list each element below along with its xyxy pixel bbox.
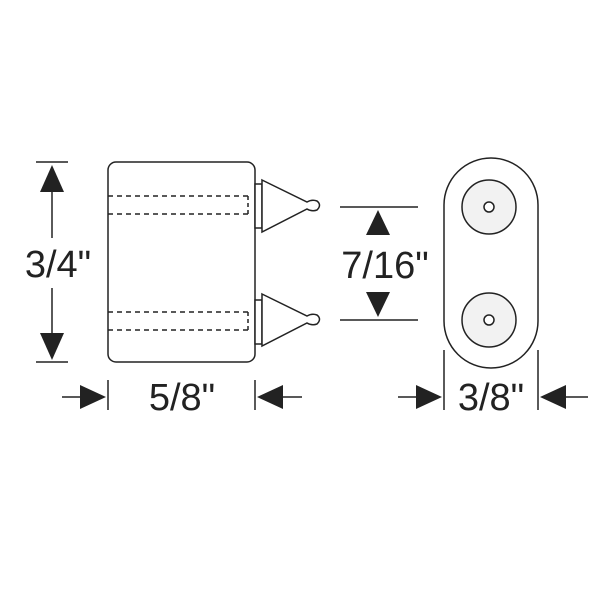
width-label: 5/8" xyxy=(149,377,215,419)
spacing-dimension xyxy=(340,206,418,321)
upper-pin xyxy=(254,178,321,234)
lower-hole-center xyxy=(483,314,495,326)
height-arrow-down xyxy=(40,333,64,360)
spacing-arrow-up xyxy=(366,210,390,235)
spacing-label: 7/16" xyxy=(341,245,428,287)
upper-pin-cone xyxy=(261,178,321,234)
front-view xyxy=(107,161,256,363)
thickness-arrow-right xyxy=(416,385,442,409)
thickness-arrow-left xyxy=(540,385,566,409)
width-arrow-left xyxy=(257,385,283,409)
height-label: 3/4" xyxy=(25,244,91,286)
lower-pin xyxy=(254,292,321,348)
thickness-label: 3/8" xyxy=(458,377,524,419)
body-outline xyxy=(107,161,256,363)
width-dimension xyxy=(62,380,302,410)
lower-pin-cone xyxy=(261,292,321,348)
thickness-dimension xyxy=(398,350,588,410)
height-arrow-up xyxy=(40,165,64,192)
spacing-arrow-down xyxy=(366,292,390,317)
lower-pin-base xyxy=(254,299,263,345)
upper-pin-base xyxy=(254,183,263,229)
height-dimension xyxy=(36,161,68,363)
side-view xyxy=(443,157,539,369)
upper-hole-center xyxy=(483,201,495,213)
width-arrow-right xyxy=(80,385,106,409)
